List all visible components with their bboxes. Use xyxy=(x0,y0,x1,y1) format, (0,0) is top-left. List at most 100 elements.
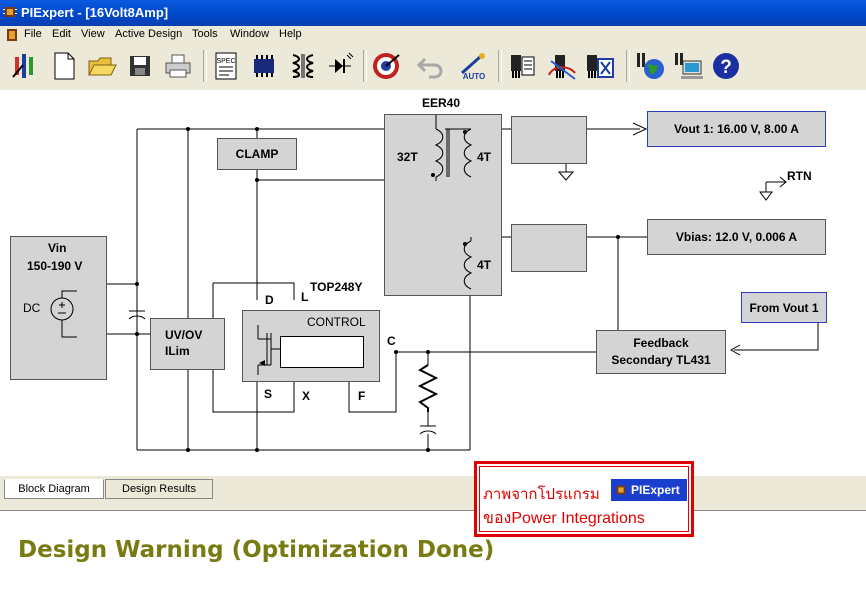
component-delete-button[interactable] xyxy=(584,49,616,83)
target-button[interactable] xyxy=(370,49,402,83)
feedback-block[interactable]: Feedback Secondary TL431 xyxy=(596,330,726,374)
diode-icon xyxy=(329,52,354,73)
secondary1-turns: 4T xyxy=(477,150,492,164)
piexpert-badge: PIExpert xyxy=(611,479,687,501)
menu-view[interactable]: View xyxy=(81,28,105,40)
vout1-box[interactable]: Vout 1: 16.00 V, 8.00 A xyxy=(647,111,826,147)
from-vout1-label: From Vout 1 xyxy=(749,300,819,315)
uvov-block[interactable]: UV/OV ILim xyxy=(150,318,225,370)
design-warning-text: Design Warning (Optimization Done) xyxy=(18,537,495,563)
transformer-button[interactable] xyxy=(286,49,318,83)
window-title: PIExpert - [16Volt8Amp] xyxy=(21,5,169,20)
spec-button[interactable]: SPEC xyxy=(210,49,242,83)
credit-inner-border xyxy=(479,466,689,532)
globe-button[interactable] xyxy=(634,49,666,83)
print-icon xyxy=(165,54,191,78)
print-button[interactable] xyxy=(162,49,194,83)
credit-overlay: ภาพจากโปรแกรม PIExpert ของPower Integrat… xyxy=(474,461,694,537)
tab-block-diagram[interactable]: Block Diagram xyxy=(4,479,104,499)
tab-label: Block Diagram xyxy=(18,483,90,495)
undo-button[interactable] xyxy=(414,49,446,83)
component-list-icon xyxy=(511,55,535,78)
feedback-subtitle: Secondary TL431 xyxy=(611,353,711,367)
new-file-icon xyxy=(54,52,75,80)
control-inner-box xyxy=(280,336,364,368)
ilim-label: ILim xyxy=(165,344,190,358)
pin-d: D xyxy=(265,293,274,307)
menu-window[interactable]: Window xyxy=(230,28,270,40)
from-vout1-box[interactable]: From Vout 1 xyxy=(741,292,827,323)
uvov-label: UV/OV xyxy=(165,328,203,342)
dc-source-icon xyxy=(50,290,77,338)
menu-tools[interactable]: Tools xyxy=(192,28,218,40)
open-folder-icon xyxy=(88,57,117,76)
menu-active-design[interactable]: Active Design xyxy=(115,28,183,40)
new-file-button[interactable] xyxy=(48,49,80,83)
transformer-block[interactable]: 32T 4T 4T xyxy=(384,114,502,296)
block-diagram-canvas: Vin 150-190 V DC UV/OV ILim CLAMP TOP248… xyxy=(0,90,866,476)
save-icon xyxy=(130,56,150,76)
menu-file[interactable]: File xyxy=(24,28,42,40)
rectifier-1-block[interactable] xyxy=(511,116,587,164)
transformer-icon xyxy=(292,54,314,78)
dc-label: DC xyxy=(23,301,41,315)
help-button[interactable]: ? xyxy=(710,49,742,83)
control-label: CONTROL xyxy=(307,315,366,329)
top248y-block[interactable]: CONTROL xyxy=(242,310,380,382)
title-bar: PIExpert - [16Volt8Amp] xyxy=(0,0,866,26)
target-icon xyxy=(373,53,400,79)
component-replace-icon xyxy=(548,55,576,80)
menu-bar: File Edit View Active Design Tools Windo… xyxy=(0,26,866,44)
view-tabs: Block Diagram Design Results xyxy=(0,476,866,510)
feedback-label: Feedback xyxy=(633,336,689,350)
badge-text: PIExpert xyxy=(631,483,680,497)
vin-block[interactable]: Vin 150-190 V DC xyxy=(10,236,107,380)
pin-l: L xyxy=(301,290,309,304)
menu-help[interactable]: Help xyxy=(279,28,302,40)
ic-chip-icon xyxy=(254,55,274,77)
rectifier-2-block[interactable] xyxy=(511,224,587,272)
toolbar-separator xyxy=(203,50,207,82)
computer-button[interactable] xyxy=(672,49,704,83)
auto-text: AUTO xyxy=(463,72,486,81)
wizard-icon xyxy=(12,54,33,78)
vin-range: 150-190 V xyxy=(27,259,83,273)
credit-line-2: ของPower Integrations xyxy=(483,510,645,527)
app-icon xyxy=(3,7,17,17)
vout1-label: Vout 1: 16.00 V, 8.00 A xyxy=(674,122,799,136)
document-icon[interactable] xyxy=(4,27,20,43)
spec-icon: SPEC xyxy=(215,52,237,80)
toolbar-separator xyxy=(626,50,630,82)
transformer-name: EER40 xyxy=(422,96,461,110)
vbias-box[interactable]: Vbias: 12.0 V, 0.006 A xyxy=(647,219,826,255)
ic-button[interactable] xyxy=(248,49,280,83)
toolbar-separator xyxy=(363,50,367,82)
design-results-pane: Design Warning (Optimization Done) xyxy=(0,510,866,607)
save-button[interactable] xyxy=(124,49,156,83)
clamp-block[interactable]: CLAMP xyxy=(217,138,297,170)
computer-icon xyxy=(675,53,703,79)
help-icon: ? xyxy=(713,53,739,79)
toolbar-separator xyxy=(498,50,502,82)
transformer-windings xyxy=(431,115,473,290)
wizard-button[interactable] xyxy=(8,49,40,83)
ic-name: TOP248Y xyxy=(310,280,363,294)
auto-design-button[interactable]: AUTO xyxy=(458,49,490,83)
menu-edit[interactable]: Edit xyxy=(52,28,71,40)
tab-design-results[interactable]: Design Results xyxy=(105,479,213,499)
mosfet-icon xyxy=(257,325,280,375)
component-replace-button[interactable] xyxy=(546,49,578,83)
diode-button[interactable] xyxy=(324,49,356,83)
pin-f: F xyxy=(358,389,366,403)
clamp-label: CLAMP xyxy=(235,147,279,161)
pin-c: C xyxy=(387,334,396,348)
resistor-symbol xyxy=(417,364,439,412)
secondary2-turns: 4T xyxy=(477,258,492,272)
component-list-button[interactable] xyxy=(506,49,538,83)
pin-x: X xyxy=(302,389,311,403)
open-button[interactable] xyxy=(86,49,118,83)
auto-design-icon: AUTO xyxy=(461,53,486,81)
globe-icon xyxy=(637,53,664,79)
vin-label: Vin xyxy=(48,241,67,255)
svg-text:?: ? xyxy=(720,57,732,78)
